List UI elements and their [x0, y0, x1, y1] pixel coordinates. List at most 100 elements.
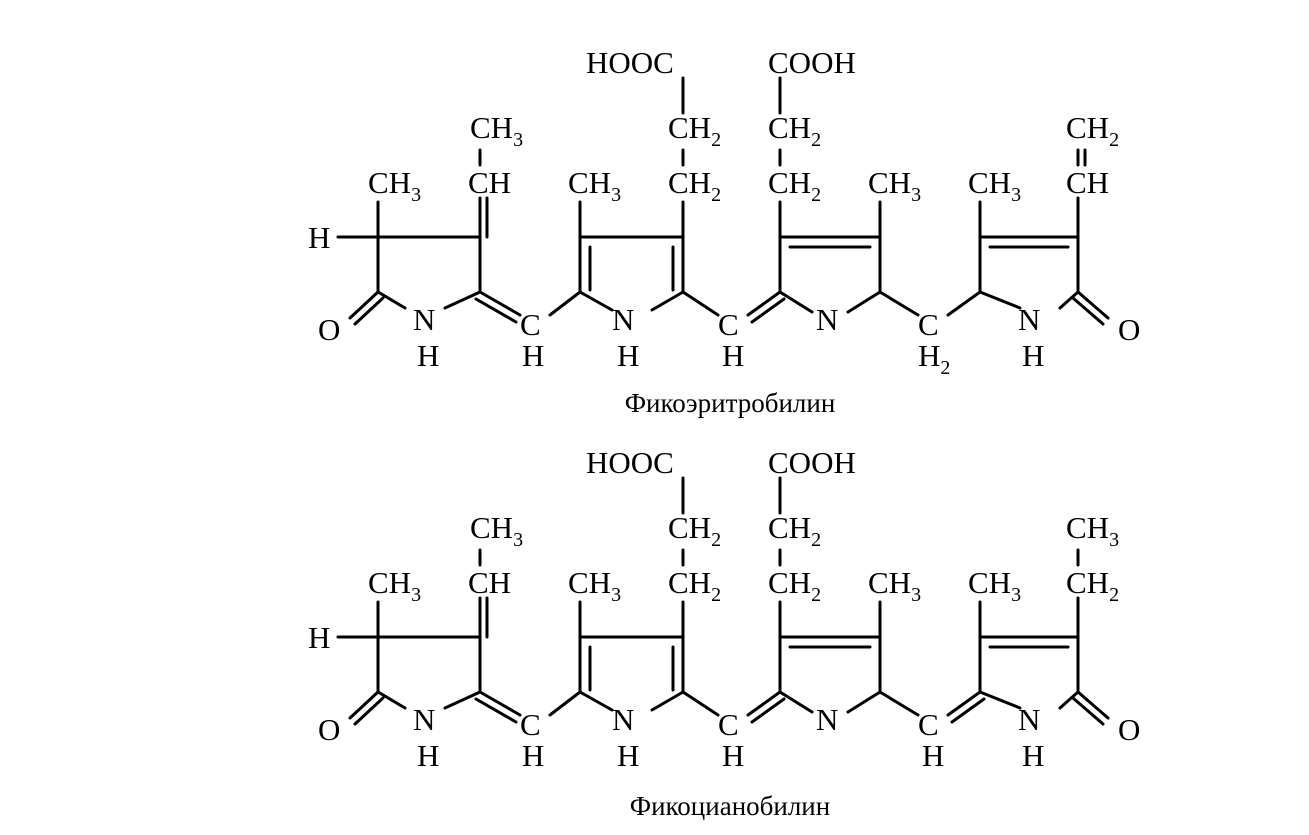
atom-symbol: N: [1018, 302, 1040, 337]
atom-symbol: H: [308, 220, 330, 255]
atom-symbol: CH: [1066, 565, 1109, 600]
nitrogen-label: N: [413, 702, 435, 737]
atom-symbol: C: [918, 707, 939, 742]
subscript: 3: [911, 184, 921, 206]
carboxyl-label: COOH: [768, 445, 856, 480]
vinyl-ch-label: CH: [1066, 165, 1109, 200]
oxygen-label: O: [1118, 712, 1140, 747]
atom-symbol: CH: [668, 110, 711, 145]
double-bond-line: [1076, 290, 1110, 320]
atom-symbol: H: [1022, 338, 1044, 373]
double-bond-line: [950, 697, 986, 724]
double-bond-line: [353, 696, 385, 726]
hydrogen-label: H: [417, 338, 439, 373]
atom-symbol: H: [922, 738, 944, 773]
atom-symbol: C: [520, 307, 541, 342]
hydrogen-label: H: [522, 738, 544, 773]
atom-symbol: CH: [668, 565, 711, 600]
atom-symbol: CH: [468, 165, 511, 200]
subscript: 2: [811, 584, 821, 606]
methyl-label: CH3: [568, 165, 621, 206]
bond-line: [681, 290, 720, 317]
double-bond-line: [353, 296, 385, 326]
double-bond-line: [750, 297, 786, 324]
atom-symbol: CH: [768, 165, 811, 200]
atom-symbol: CH: [668, 510, 711, 545]
atom-symbol: N: [612, 702, 634, 737]
atom-symbol: CH: [568, 565, 611, 600]
double-bond-line: [946, 690, 982, 717]
nitrogen-label: N: [413, 302, 435, 337]
methylene-label: CH2: [768, 110, 821, 151]
atom-symbol: CH: [1066, 510, 1109, 545]
bond-line: [578, 690, 614, 712]
nitrogen-label: N: [612, 302, 634, 337]
atom-symbol: O: [1118, 712, 1140, 747]
subscript: 2: [1109, 129, 1119, 151]
subscript: 2: [811, 529, 821, 551]
atom-symbol: CH: [468, 565, 511, 600]
atom-symbol: C: [520, 707, 541, 742]
phycoerythrobilin-caption: Фикоэритробилин: [625, 388, 836, 418]
double-bond-line: [348, 290, 380, 320]
bond-line: [778, 690, 814, 714]
methyl-label: CH3: [868, 165, 921, 206]
methylene-bridge-label: H2: [918, 338, 950, 379]
subscript: 2: [711, 529, 721, 551]
atom-symbol: H: [722, 738, 744, 773]
double-bond-line: [478, 290, 522, 317]
atom-symbol: CH: [568, 165, 611, 200]
carboxyl-label: HOOC: [586, 45, 674, 80]
atom-symbol: HOOC: [586, 45, 674, 80]
atom-symbol: CH: [768, 110, 811, 145]
carbon-label: C: [520, 307, 541, 342]
bond-line: [443, 290, 482, 310]
carboxyl-label: COOH: [768, 45, 856, 80]
atom-symbol: H: [522, 338, 544, 373]
subscript: 3: [611, 184, 621, 206]
methylene-label: CH2: [768, 165, 821, 206]
methyl-label: CH3: [368, 565, 421, 606]
atom-symbol: O: [318, 712, 340, 747]
atom-symbol: CH: [1066, 165, 1109, 200]
methyl-label: CH3: [568, 565, 621, 606]
atom-symbol: C: [718, 707, 739, 742]
subscript: 3: [611, 584, 621, 606]
bond-line: [1058, 290, 1080, 310]
carboxyl-label: HOOC: [586, 445, 674, 480]
bond-line: [978, 690, 1022, 710]
atom-symbol: CH: [1066, 110, 1109, 145]
atom-symbol: CH: [868, 565, 911, 600]
subscript: 2: [811, 184, 821, 206]
bond-line: [443, 690, 482, 710]
atom-symbol: N: [1018, 702, 1040, 737]
hydrogen-label: H: [722, 338, 744, 373]
methyl-label: CH3: [368, 165, 421, 206]
bond-line: [548, 290, 582, 317]
methyl-label: CH3: [470, 510, 523, 551]
double-bond-line: [1076, 690, 1110, 720]
bond-line: [778, 290, 814, 314]
methylene-label: CH2: [668, 110, 721, 151]
bond-line: [578, 290, 614, 312]
atom-symbol: H: [522, 738, 544, 773]
nitrogen-label: N: [612, 702, 634, 737]
hydrogen-label: H: [308, 220, 330, 255]
methylene-label: CH2: [768, 510, 821, 551]
bond-line: [548, 690, 582, 717]
subscript: 2: [711, 184, 721, 206]
subscript: 3: [1011, 184, 1021, 206]
atom-symbol: H: [722, 338, 744, 373]
atom-symbol: CH: [768, 510, 811, 545]
atom-symbol: CH: [368, 565, 411, 600]
methyl-label: CH3: [868, 565, 921, 606]
methylene-label: CH2: [668, 565, 721, 606]
subscript: 2: [940, 357, 950, 379]
atom-symbol: C: [918, 307, 939, 342]
double-bond-line: [474, 297, 518, 324]
atom-symbol: H: [617, 338, 639, 373]
atom-symbol: H: [1022, 738, 1044, 773]
hydrogen-label: H: [617, 738, 639, 773]
atom-symbol: H: [308, 620, 330, 655]
